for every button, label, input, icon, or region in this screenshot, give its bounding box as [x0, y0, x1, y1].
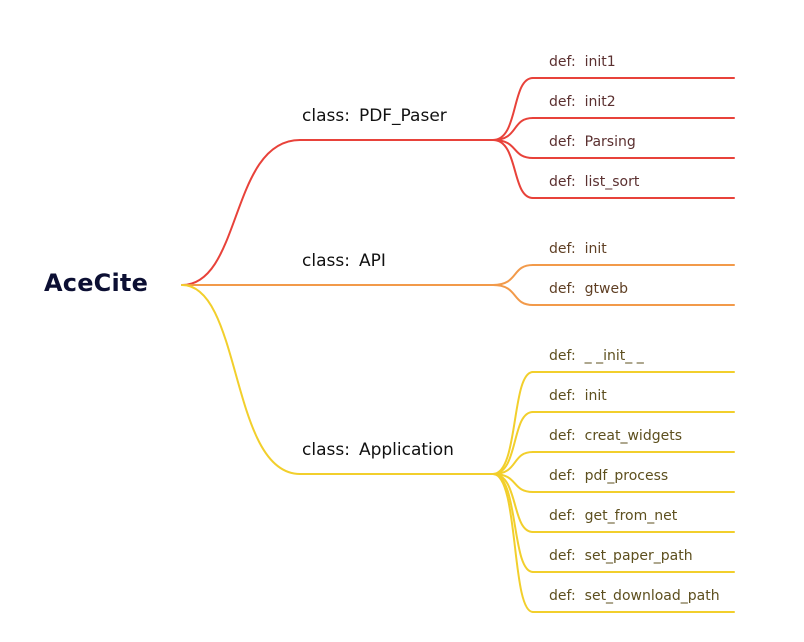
method-node-gtweb[interactable]: def:gtweb: [549, 281, 628, 297]
method-connector: [492, 139, 534, 199]
class-node-pdf-paser[interactable]: class:PDF_Paser: [302, 106, 447, 126]
root-connector: [181, 284, 301, 475]
method-connector: [492, 411, 534, 475]
method-node-get-from-net[interactable]: def:get_from_net: [549, 508, 678, 524]
method-name: set_paper_path: [584, 548, 693, 564]
method-name: init: [584, 388, 607, 404]
method-name: set_download_path: [584, 588, 720, 604]
method-keyword: def: [549, 548, 571, 564]
class-keyword: class: [302, 251, 345, 271]
method-keyword: def: [549, 134, 571, 150]
method-keyword: def: [549, 174, 571, 190]
method-connector: [492, 139, 534, 159]
method-node-init[interactable]: def:init: [549, 241, 607, 257]
method-name: gtweb: [584, 281, 628, 297]
method-node-init[interactable]: def:init: [549, 388, 607, 404]
root-connector: [181, 139, 301, 286]
method-connector: [492, 473, 534, 613]
method-connector: [492, 264, 534, 286]
method-node-init1[interactable]: def:init1: [549, 54, 616, 70]
method-connector: [492, 473, 534, 573]
method-name: creat_widgets: [584, 428, 682, 444]
class-keyword: class: [302, 106, 345, 126]
method-keyword: def: [549, 588, 571, 604]
method-connector: [492, 371, 534, 475]
method-name: get_from_net: [584, 508, 678, 524]
method-name: _ _init_ _: [584, 348, 644, 364]
method-name: Parsing: [584, 134, 636, 150]
method-keyword: def: [549, 281, 571, 297]
method-node-init2[interactable]: def:init2: [549, 94, 616, 110]
method-node-set-paper-path[interactable]: def:set_paper_path: [549, 548, 693, 564]
method-keyword: def: [549, 94, 571, 110]
method-keyword: def: [549, 241, 571, 257]
class-name: PDF_Paser: [358, 106, 447, 126]
class-node-application[interactable]: class:Application: [302, 440, 454, 460]
method-keyword: def: [549, 348, 571, 364]
class-name: Application: [358, 440, 454, 460]
method-keyword: def: [549, 388, 571, 404]
method-name: init1: [584, 54, 616, 70]
method-node-parsing[interactable]: def:Parsing: [549, 134, 636, 150]
method-connector: [492, 284, 534, 306]
method-connector: [492, 451, 534, 475]
method-name: list_sort: [584, 174, 640, 190]
class-node-api[interactable]: class:API: [302, 251, 386, 271]
method-keyword: def: [549, 428, 571, 444]
method-node-pdf-process[interactable]: def:pdf_process: [549, 468, 669, 484]
method-keyword: def: [549, 468, 571, 484]
method-name: pdf_process: [584, 468, 669, 484]
method-name: init: [584, 241, 607, 257]
method-node-dunder-init[interactable]: def:_ _init_ _: [549, 348, 644, 364]
method-node-set-download-path[interactable]: def:set_download_path: [549, 588, 720, 604]
method-keyword: def: [549, 54, 571, 70]
class-name: API: [358, 251, 386, 271]
method-name: init2: [584, 94, 616, 110]
root-node[interactable]: AceCite: [44, 269, 149, 297]
method-node-creat-widgets[interactable]: def:creat_widgets: [549, 428, 682, 444]
method-connector: [492, 77, 534, 141]
method-connector: [492, 117, 534, 141]
method-keyword: def: [549, 508, 571, 524]
class-keyword: class: [302, 440, 345, 460]
method-node-list-sort[interactable]: def:list_sort: [549, 174, 640, 190]
